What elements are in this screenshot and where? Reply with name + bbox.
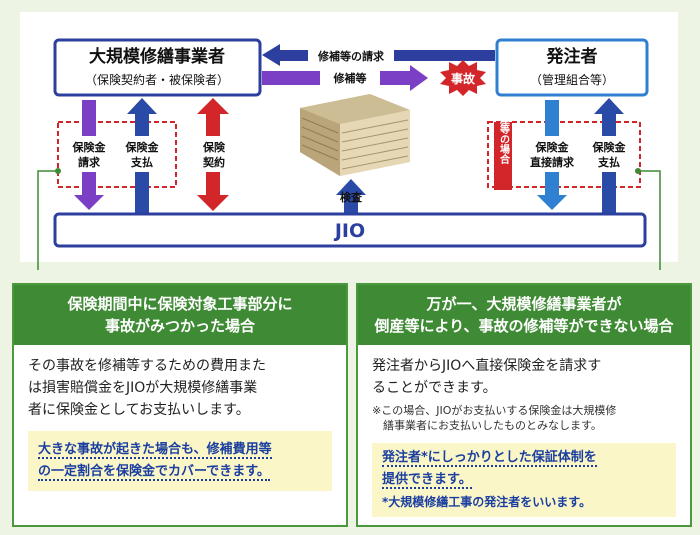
left-card-heading-line1: 保険期間中に保険対象工事部分に bbox=[67, 295, 293, 313]
left-connector-dot bbox=[55, 168, 61, 174]
right-dashed-group bbox=[487, 121, 641, 188]
flow-diagram: 大規模修繕事業者 （保険契約者・被保険者） 発注者 （管理組合等） 修補等の請求… bbox=[37, 38, 661, 270]
right-highlight-line1: 発注者*にしっかりとした保証体制を bbox=[382, 450, 597, 467]
repair-request-label-bg bbox=[308, 48, 394, 63]
right-card-note-line2: 繕事業者にお支払いしたものとみなします。 bbox=[372, 419, 602, 432]
direct-payment-label-line2: 支払 bbox=[597, 155, 620, 169]
direct-claim-label-line2: 直接請求 bbox=[530, 155, 575, 169]
right-card-heading-line2: 倒産等により、事故の修補等ができない場合 bbox=[374, 317, 674, 335]
insurance-payment-label-bg bbox=[119, 136, 165, 172]
right-connector-line bbox=[638, 170, 661, 270]
left-highlight-line2: の一定割合を保険金でカバーできます。 bbox=[38, 464, 270, 481]
client-title: 発注者 bbox=[546, 46, 598, 67]
right-card-body-line1: 発注者からJIOへ直接保険金を請求す bbox=[372, 358, 602, 374]
accident-label: 事故 bbox=[451, 71, 476, 86]
repair-label-bg bbox=[320, 70, 380, 85]
contractor-box bbox=[53, 38, 262, 97]
left-card-heading-line2: 事故がみつかった場合 bbox=[104, 317, 255, 335]
direct-claim-label-line1: 保険金 bbox=[535, 140, 570, 154]
left-card-body-line2: は損害賠償金をJIOが大規模修繕事業 bbox=[28, 380, 258, 396]
direct-payment-label-line1: 保険金 bbox=[592, 140, 627, 154]
bankruptcy-tag bbox=[494, 122, 512, 190]
left-dashed-group bbox=[57, 121, 177, 188]
inspection-arrow bbox=[336, 179, 366, 215]
jio-bar bbox=[53, 212, 647, 248]
right-highlight-note: *大規模修繕工事の発注者をいいます。 bbox=[382, 495, 592, 509]
left-card-heading: 保険期間中に保険対象工事部分に 事故がみつかった場合 bbox=[14, 285, 346, 345]
right-card-heading: 万が一、大規模修繕事業者が 倒産等により、事故の修補等ができない場合 bbox=[358, 285, 690, 345]
jio-label: JIO bbox=[333, 220, 365, 242]
inspection-label: 検査 bbox=[340, 190, 362, 204]
left-card-body-line1: その事故を修補等するための費用また bbox=[28, 358, 266, 374]
right-card-heading-line1: 万が一、大規模修繕事業者が bbox=[426, 295, 622, 313]
insurance-contract-label-line2: 契約 bbox=[202, 155, 225, 169]
insurance-claim-label-line1: 保険金 bbox=[72, 140, 107, 154]
right-card-highlight: 発注者*にしっかりとした保証体制を 提供できます。 *大規模修繕工事の発注者をい… bbox=[372, 443, 676, 517]
right-card-body-line2: ることができます。 bbox=[372, 380, 497, 396]
insurance-contract-label-bg bbox=[196, 136, 232, 172]
insurance-payment-label-line1: 保険金 bbox=[125, 140, 160, 154]
client-subtitle: （管理組合等） bbox=[530, 72, 614, 87]
right-card-note-line1: ※この場合、JIOがお支払いする保険金は大規模修 bbox=[372, 404, 617, 417]
left-card-body: その事故を修補等するための費用また は損害賠償金をJIOが大規模修繕事業 者に保… bbox=[14, 345, 346, 501]
building-illustration bbox=[300, 94, 410, 176]
insurance-claim-label-line2: 請求 bbox=[78, 155, 101, 169]
insurance-claim-label-bg bbox=[66, 136, 112, 172]
left-highlight-line1: 大きな事故が起きた場合も、修補費用等 bbox=[38, 442, 272, 459]
accident-burst-icon bbox=[440, 60, 486, 96]
right-card-note: ※この場合、JIOがお支払いする保険金は大規模修 繕事業者にお支払いしたものとみ… bbox=[372, 403, 676, 433]
repair-label: 修補等 bbox=[333, 71, 367, 85]
client-box bbox=[495, 38, 649, 97]
left-card-body-line3: 者に保険金としてお支払いします。 bbox=[28, 402, 250, 418]
right-highlight-line2: 提供できます。 bbox=[382, 472, 472, 489]
left-connector-line bbox=[37, 170, 58, 270]
right-card-body: 発注者からJIOへ直接保険金を請求す ることができます。 ※この場合、JIOがお… bbox=[358, 345, 690, 527]
insurance-contract-label-line1: 保険 bbox=[202, 140, 226, 154]
repair-request-label: 修補等の請求 bbox=[317, 49, 385, 63]
left-scenario-card: 保険期間中に保険対象工事部分に 事故がみつかった場合 その事故を修補等するための… bbox=[12, 283, 348, 527]
contractor-subtitle: （保険契約者・被保険者） bbox=[85, 72, 229, 87]
right-scenario-card: 万が一、大規模修繕事業者が 倒産等により、事故の修補等ができない場合 発注者から… bbox=[356, 283, 692, 527]
direct-payment-label-bg bbox=[586, 136, 632, 172]
contractor-title: 大規模修繕事業者 bbox=[89, 46, 225, 67]
right-connector-dot bbox=[635, 168, 641, 174]
bankruptcy-label: 倒産等の場合 bbox=[498, 103, 511, 165]
insurance-payment-label-line2: 支払 bbox=[130, 155, 153, 169]
direct-claim-label-bg bbox=[523, 136, 581, 172]
left-card-highlight: 大きな事故が起きた場合も、修補費用等 の一定割合を保険金でカバーできます。 bbox=[28, 431, 332, 491]
